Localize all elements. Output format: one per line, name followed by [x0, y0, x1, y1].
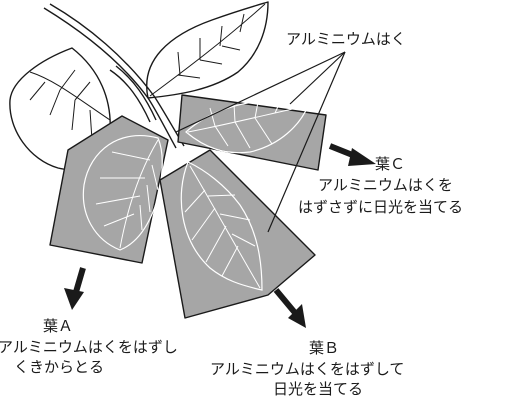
- leaf-a-line1: アルミニウムはくをはずし: [0, 338, 178, 356]
- leaf-b-name: 葉Ｂ: [309, 339, 339, 357]
- stem-main: [43, 7, 177, 149]
- callout-lines: [175, 51, 346, 233]
- stem-main-2: [49, 3, 185, 147]
- foil-callout-label: アルミニウムはく: [286, 30, 406, 48]
- leaf-b-line2: 日光を当てる: [273, 380, 363, 398]
- arrow-leaf-a: [64, 267, 86, 310]
- leaf-a-vein: [95, 139, 159, 249]
- left-leaf-vein: [29, 69, 111, 141]
- leaf-b-vein: [184, 165, 261, 289]
- leaf-c-name: 葉Ｃ: [375, 155, 405, 173]
- leaf-c-line1: アルミニウムはくを: [318, 176, 453, 194]
- leaf-b-outline: [180, 161, 263, 291]
- stem-branch: [109, 65, 157, 123]
- leaf-a-name: 葉Ａ: [43, 317, 73, 335]
- leaf-a-foil: [49, 115, 169, 264]
- leaf-c-outline: [185, 99, 309, 154]
- arrow-leaf-c: [328, 143, 376, 166]
- leaf-a-line2: くきからとる: [14, 358, 104, 376]
- top-leaf-vein: [149, 3, 266, 97]
- leaf-c-line2: はずさずに日光を当てる: [298, 198, 463, 216]
- top-leaf: [146, 1, 269, 99]
- leaf-c-vein: [187, 101, 307, 149]
- arrow-leaf-b: [273, 288, 306, 328]
- leaf-b-line1: アルミニウムはくをはずして: [210, 360, 404, 378]
- leaf-b-foil: [159, 149, 316, 319]
- leaf-a-outline: [82, 135, 163, 251]
